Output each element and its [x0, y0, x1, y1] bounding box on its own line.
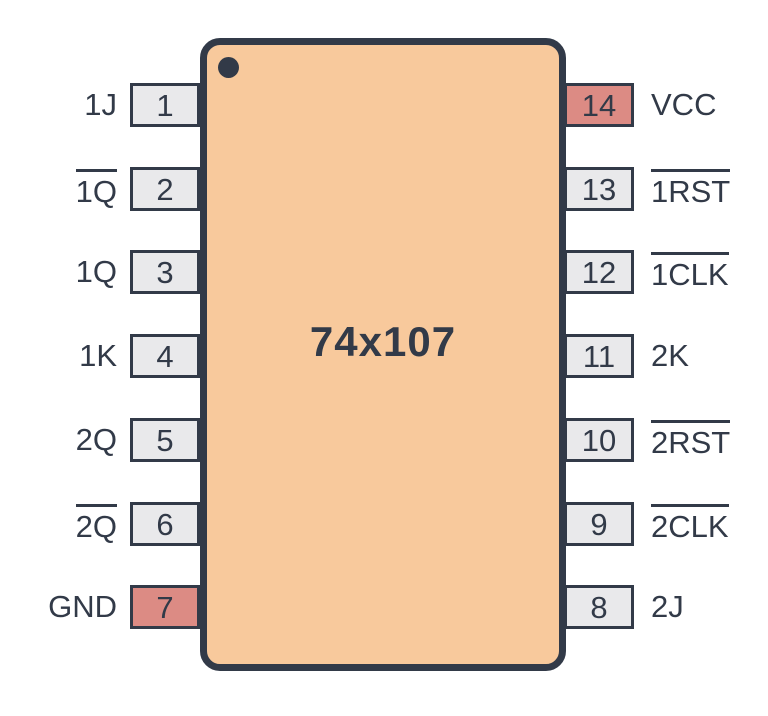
pin-row: 1Q 3	[0, 250, 200, 294]
pin-label: 2RST	[651, 419, 731, 461]
pin-number: 4	[156, 339, 174, 374]
pin-row: 1RST 13	[564, 167, 768, 211]
pin-number: 12	[581, 255, 617, 290]
pin-row: 1J 1	[0, 83, 200, 127]
pin-number-box: 4	[130, 334, 200, 378]
pin-label: 2K	[651, 338, 689, 374]
pin-number-box: 10	[564, 418, 634, 462]
pin-number-box: 2	[130, 167, 200, 211]
pin-row: 2CLK 9	[564, 502, 768, 546]
pin-row: VCC 14	[564, 83, 768, 127]
pin-number: 6	[156, 507, 174, 542]
pin-row: 2J 8	[564, 585, 768, 629]
pin-row: 1K 4	[0, 334, 200, 378]
pin-number: 14	[581, 88, 617, 123]
chip-title: 74x107	[309, 318, 457, 365]
pin-number-box: 1	[130, 83, 200, 127]
pin-row: 1Q 2	[0, 167, 200, 211]
pin-number-box: 13	[564, 167, 634, 211]
pin-number: 3	[156, 255, 174, 290]
pin-label: VCC	[651, 87, 717, 123]
pin-label: 2CLK	[651, 503, 729, 545]
pin-label: 1RST	[651, 168, 731, 210]
pin-row: 1CLK 12	[564, 250, 768, 294]
pin-label: GND	[48, 589, 117, 625]
pin-label: 1Q	[75, 254, 117, 290]
pin-number-box: 12	[564, 250, 634, 294]
pin-row: 2RST 10	[564, 418, 768, 462]
pin-number: 1	[156, 88, 174, 123]
pin-row: GND 7	[0, 585, 200, 629]
pin-number-box: 11	[564, 334, 634, 378]
pin-number: 11	[582, 339, 616, 374]
chip-body	[200, 38, 566, 671]
pin-label: 1Q	[75, 168, 117, 210]
pin-label: 1K	[79, 338, 117, 374]
pin-number: 5	[156, 423, 174, 458]
pin-number-box: 9	[564, 502, 634, 546]
pin-number-box: 6	[130, 502, 200, 546]
pin-row: 2Q 5	[0, 418, 200, 462]
pin-number: 2	[156, 172, 174, 207]
pin-number-box: 5	[130, 418, 200, 462]
pin-label: 2Q	[75, 503, 117, 545]
pin-number-box: 7	[130, 585, 200, 629]
pin-label: 1J	[84, 87, 117, 123]
pin-number: 9	[590, 507, 608, 542]
pin-label: 2J	[651, 589, 684, 625]
pin-number: 8	[590, 590, 608, 625]
pin1-indicator-dot	[218, 57, 239, 78]
pin-number-box: 8	[564, 585, 634, 629]
pin-number: 13	[581, 172, 617, 207]
pin-row: 2Q 6	[0, 502, 200, 546]
pin-label: 1CLK	[651, 251, 729, 293]
pin-label: 2Q	[75, 422, 117, 458]
pin-number-box: 14	[564, 83, 634, 127]
pin-row: 2K 11	[564, 334, 768, 378]
pin-number-box: 3	[130, 250, 200, 294]
pin-number: 10	[581, 423, 617, 458]
pin-number: 7	[156, 590, 174, 625]
